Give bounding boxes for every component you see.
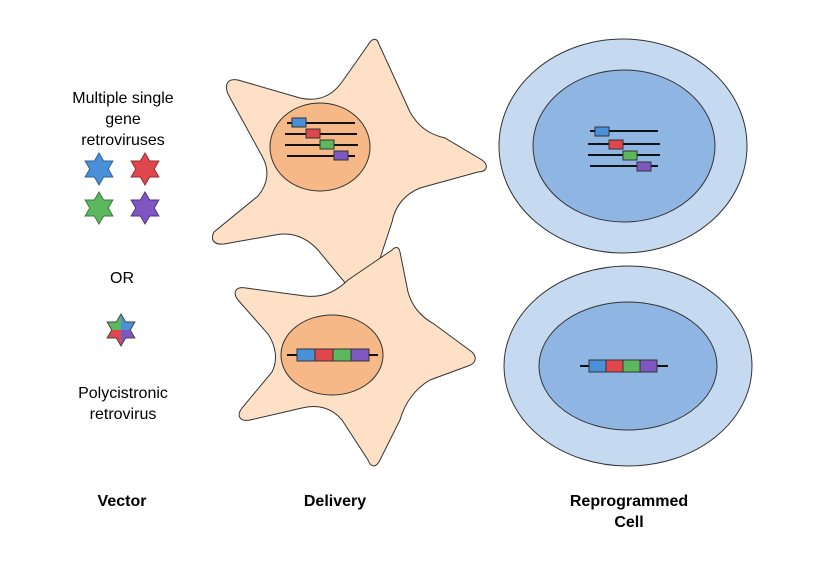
gene-blocks-top <box>291 117 349 161</box>
fibroblast-cell-bottom <box>234 247 476 467</box>
nucleus-top-reprogrammed <box>532 69 716 223</box>
purple-star-icon <box>130 191 160 225</box>
red-star-icon <box>130 152 160 186</box>
multi-label-line2: gene <box>105 111 141 128</box>
gene-blocks-bottom-reprogrammed <box>588 359 658 373</box>
column-header-vector: Vector <box>97 493 147 510</box>
poly-label-line1: Polycistronic <box>78 385 168 402</box>
reprogrammed-cell-top <box>498 38 748 254</box>
or-label: OR <box>110 270 134 287</box>
reprogrammed-cell-bottom <box>503 265 753 467</box>
four-color-star-icon <box>99 308 143 352</box>
poly-label-line2: retrovirus <box>89 406 157 423</box>
reprogrammed-line1: Reprogrammed <box>569 493 689 510</box>
reprogrammed-line2: Cell <box>614 514 644 531</box>
column-header-delivery: Delivery <box>303 493 367 510</box>
blue-star-icon <box>84 152 114 186</box>
green-star-icon <box>84 191 114 225</box>
multi-label-line1: Multiple single <box>72 90 174 107</box>
column-header-reprogrammed-cell: Reprogrammed Cell <box>540 491 718 533</box>
multiple-retroviruses-label: Multiple single gene retroviruses <box>40 88 206 151</box>
gene-blocks-top-reprogrammed <box>594 126 652 172</box>
gene-blocks-bottom <box>296 348 370 362</box>
polycistronic-retrovirus-label: Polycistronic retrovirus <box>40 383 206 425</box>
multi-label-line3: retroviruses <box>81 132 165 149</box>
fibroblast-cell-top <box>211 38 487 301</box>
